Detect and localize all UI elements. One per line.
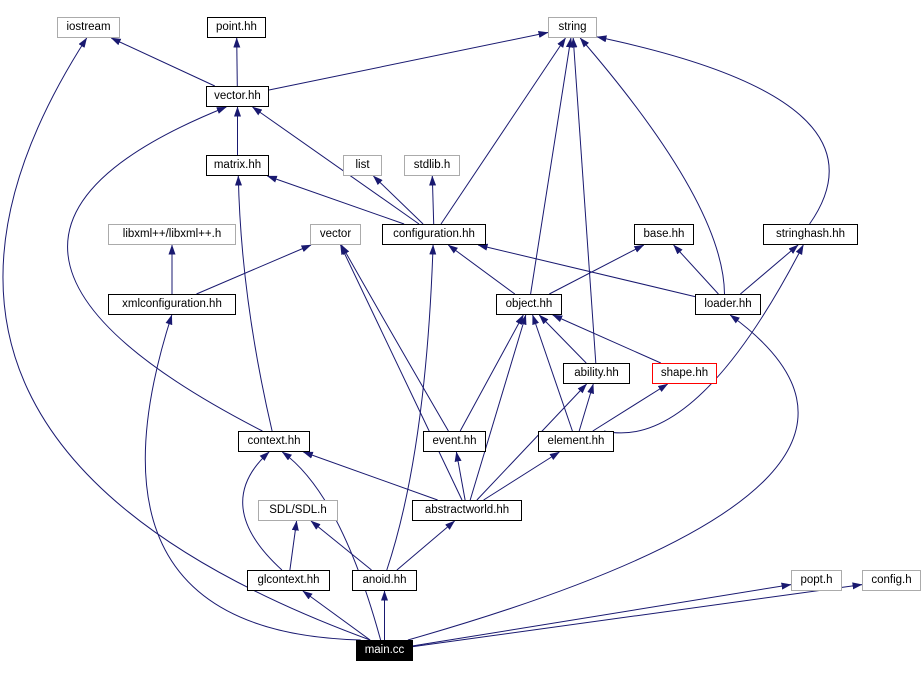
edge-glcontext-hh-to-context-hh xyxy=(242,451,283,571)
edge-vector-hh-to-iostream xyxy=(110,37,216,87)
edge-abstractworld-hh-to-element-hh xyxy=(483,451,560,501)
edge-object-hh-to-string xyxy=(530,37,573,295)
node-sdl-h: SDL/SDL.h xyxy=(258,500,338,521)
node-libxmlpp: libxml++/libxml++.h xyxy=(108,224,236,245)
node-stringhash-hh[interactable]: stringhash.hh xyxy=(763,224,858,245)
edge-loader-hh-to-stringhash-hh xyxy=(740,244,799,295)
node-abstractworld-hh[interactable]: abstractworld.hh xyxy=(412,500,522,521)
edge-main-cc-to-popt-h xyxy=(412,582,792,647)
edge-element-hh-to-shape-hh xyxy=(592,383,669,432)
edge-ability-hh-to-string xyxy=(570,37,597,364)
edge-abstractworld-hh-to-vector xyxy=(340,244,463,501)
node-main-cc: main.cc xyxy=(356,640,413,661)
edge-anoid-hh-to-sdl-h xyxy=(310,520,372,571)
node-stdlib-h: stdlib.h xyxy=(404,155,460,176)
edge-main-cc-to-loader-hh xyxy=(407,314,799,641)
edge-configuration-hh-to-stdlib-h xyxy=(429,175,437,225)
edge-abstractworld-hh-to-ability-hh xyxy=(476,383,587,501)
edge-abstractworld-hh-to-event-hh xyxy=(454,451,466,501)
node-point-hh[interactable]: point.hh xyxy=(207,17,266,38)
edge-loader-hh-to-base-hh xyxy=(673,244,719,295)
edge-loader-hh-to-configuration-hh xyxy=(477,243,696,298)
edge-main-cc-to-xmlconfiguration-hh xyxy=(144,314,361,641)
edge-glcontext-hh-to-sdl-h xyxy=(289,520,299,571)
node-list: list xyxy=(343,155,382,176)
edge-vector-hh-to-string xyxy=(268,30,549,91)
edge-vector-hh-to-point-hh xyxy=(233,37,241,87)
node-event-hh[interactable]: event.hh xyxy=(423,431,486,452)
edge-element-hh-to-object-hh xyxy=(532,314,573,432)
node-anoid-hh[interactable]: anoid.hh xyxy=(352,570,417,591)
edge-anoid-hh-to-abstractworld-hh xyxy=(396,520,455,571)
node-config-h: config.h xyxy=(862,570,921,591)
edge-configuration-hh-to-matrix-hh xyxy=(266,175,405,225)
node-context-hh[interactable]: context.hh xyxy=(238,431,310,452)
node-xmlconfiguration-hh[interactable]: xmlconfiguration.hh xyxy=(108,294,236,315)
edge-configuration-hh-to-list xyxy=(373,175,424,225)
edge-abstractworld-hh-to-context-hh xyxy=(302,451,438,501)
edge-loader-hh-to-string xyxy=(579,37,725,295)
node-object-hh[interactable]: object.hh xyxy=(496,294,562,315)
node-vector-hh[interactable]: vector.hh xyxy=(206,86,269,107)
node-glcontext-hh[interactable]: glcontext.hh xyxy=(247,570,330,591)
edge-object-hh-to-base-hh xyxy=(549,244,645,295)
edge-ability-hh-to-object-hh xyxy=(538,314,587,364)
edge-configuration-hh-to-string xyxy=(440,37,566,225)
node-configuration-hh[interactable]: configuration.hh xyxy=(382,224,486,245)
edge-abstractworld-hh-to-object-hh xyxy=(469,314,527,501)
edge-context-hh-to-vector-hh xyxy=(67,106,263,432)
node-iostream: iostream xyxy=(57,17,120,38)
edge-context-hh-to-matrix-hh xyxy=(234,175,273,432)
node-loader-hh[interactable]: loader.hh xyxy=(695,294,761,315)
edge-main-cc-to-config-h xyxy=(412,582,863,648)
edge-object-hh-to-configuration-hh xyxy=(447,244,516,295)
edge-event-hh-to-vector xyxy=(341,244,449,432)
edge-element-hh-to-stringhash-hh xyxy=(603,244,804,434)
node-ability-hh[interactable]: ability.hh xyxy=(563,363,630,384)
node-base-hh[interactable]: base.hh xyxy=(634,224,694,245)
edge-configuration-hh-to-vector-hh xyxy=(252,106,420,225)
edge-event-hh-to-object-hh xyxy=(459,314,524,432)
edge-shape-hh-to-object-hh xyxy=(552,314,662,364)
node-string: string xyxy=(548,17,597,38)
node-element-hh[interactable]: element.hh xyxy=(538,431,614,452)
edge-anoid-hh-to-configuration-hh xyxy=(386,244,437,571)
node-vector: vector xyxy=(310,224,361,245)
edge-main-cc-to-iostream xyxy=(2,37,371,641)
node-shape-hh[interactable]: shape.hh xyxy=(652,363,717,384)
edge-main-cc-to-glcontext-hh xyxy=(302,590,371,641)
edge-xmlconfiguration-hh-to-vector xyxy=(196,244,312,295)
node-matrix-hh[interactable]: matrix.hh xyxy=(206,155,269,176)
edge-stringhash-hh-to-string xyxy=(596,35,830,225)
node-popt-h: popt.h xyxy=(791,570,842,591)
edge-element-hh-to-ability-hh xyxy=(578,383,594,432)
